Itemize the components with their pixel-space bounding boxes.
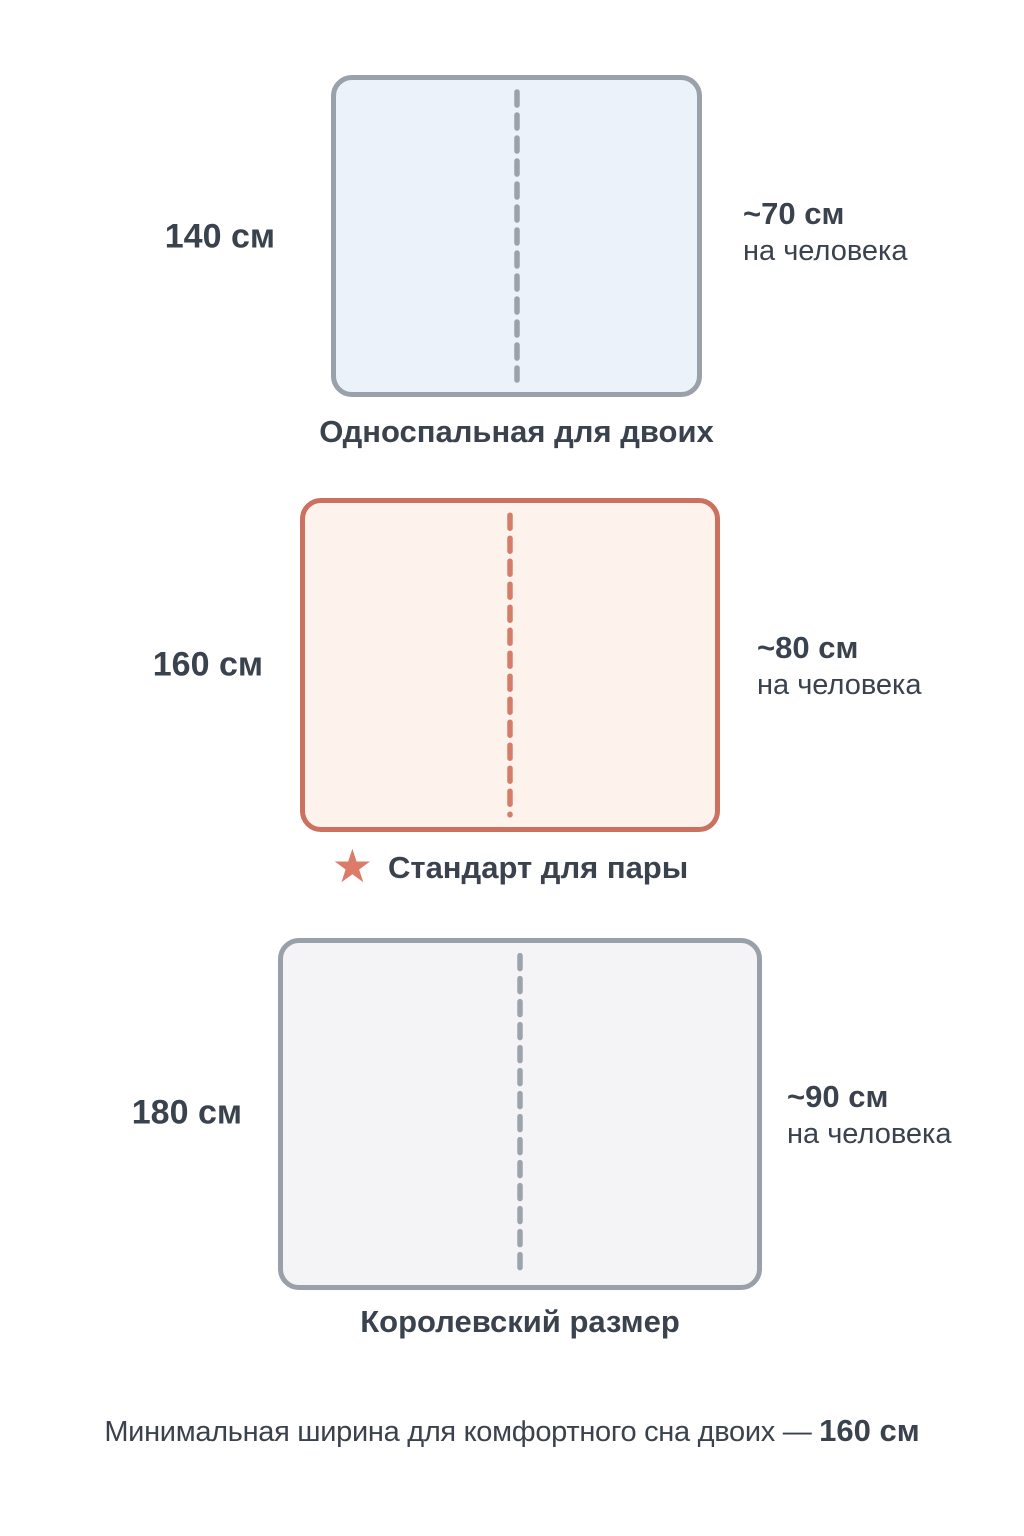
bed3-center-dashed-line [516,949,524,1279]
bed2-per-person-block: ~80 см на человека [757,629,922,703]
bed1-per-person-value: ~70 см [743,196,845,231]
bed1-caption: Односпальная для двоих [319,414,714,450]
bed1-mattress-shape [331,75,702,397]
bed1-width-label: 140 см [164,217,275,256]
bed3-width-label: 180 см [131,1093,242,1132]
bed2-center-dashed-line [506,509,514,821]
bed2-per-person-value: ~80 см [757,630,859,665]
bed2-caption: ★ Стандарт для пары [300,840,720,892]
bed3-caption: Королевский размер [278,1304,762,1340]
conclusion-line: Минимальная ширина для комфортного сна д… [0,1413,1024,1449]
bed3-per-person-block: ~90 см на человека [787,1078,952,1152]
bed2-mattress-shape [300,498,720,832]
bed1-per-person-caption: на человека [743,235,908,267]
conclusion-bold-value: 160 см [819,1413,920,1448]
star-icon: ★ [331,840,373,892]
conclusion-text: Минимальная ширина для комфортного сна д… [104,1416,820,1448]
bed1-per-person-block: ~70 см на человека [743,195,908,269]
bed3-per-person-caption: на человека [787,1118,952,1150]
bed3-caption-text: Королевский размер [360,1304,680,1339]
bed1-center-dashed-line [513,86,521,386]
bed2-per-person-caption: на человека [757,669,922,701]
bed2-width-label: 160 см [152,645,263,684]
bed3-per-person-value: ~90 см [787,1079,889,1114]
bed1-caption-text: Односпальная для двоих [319,414,714,449]
bed3-mattress-shape [278,938,762,1290]
bed2-caption-text: Стандарт для пары [388,850,689,885]
